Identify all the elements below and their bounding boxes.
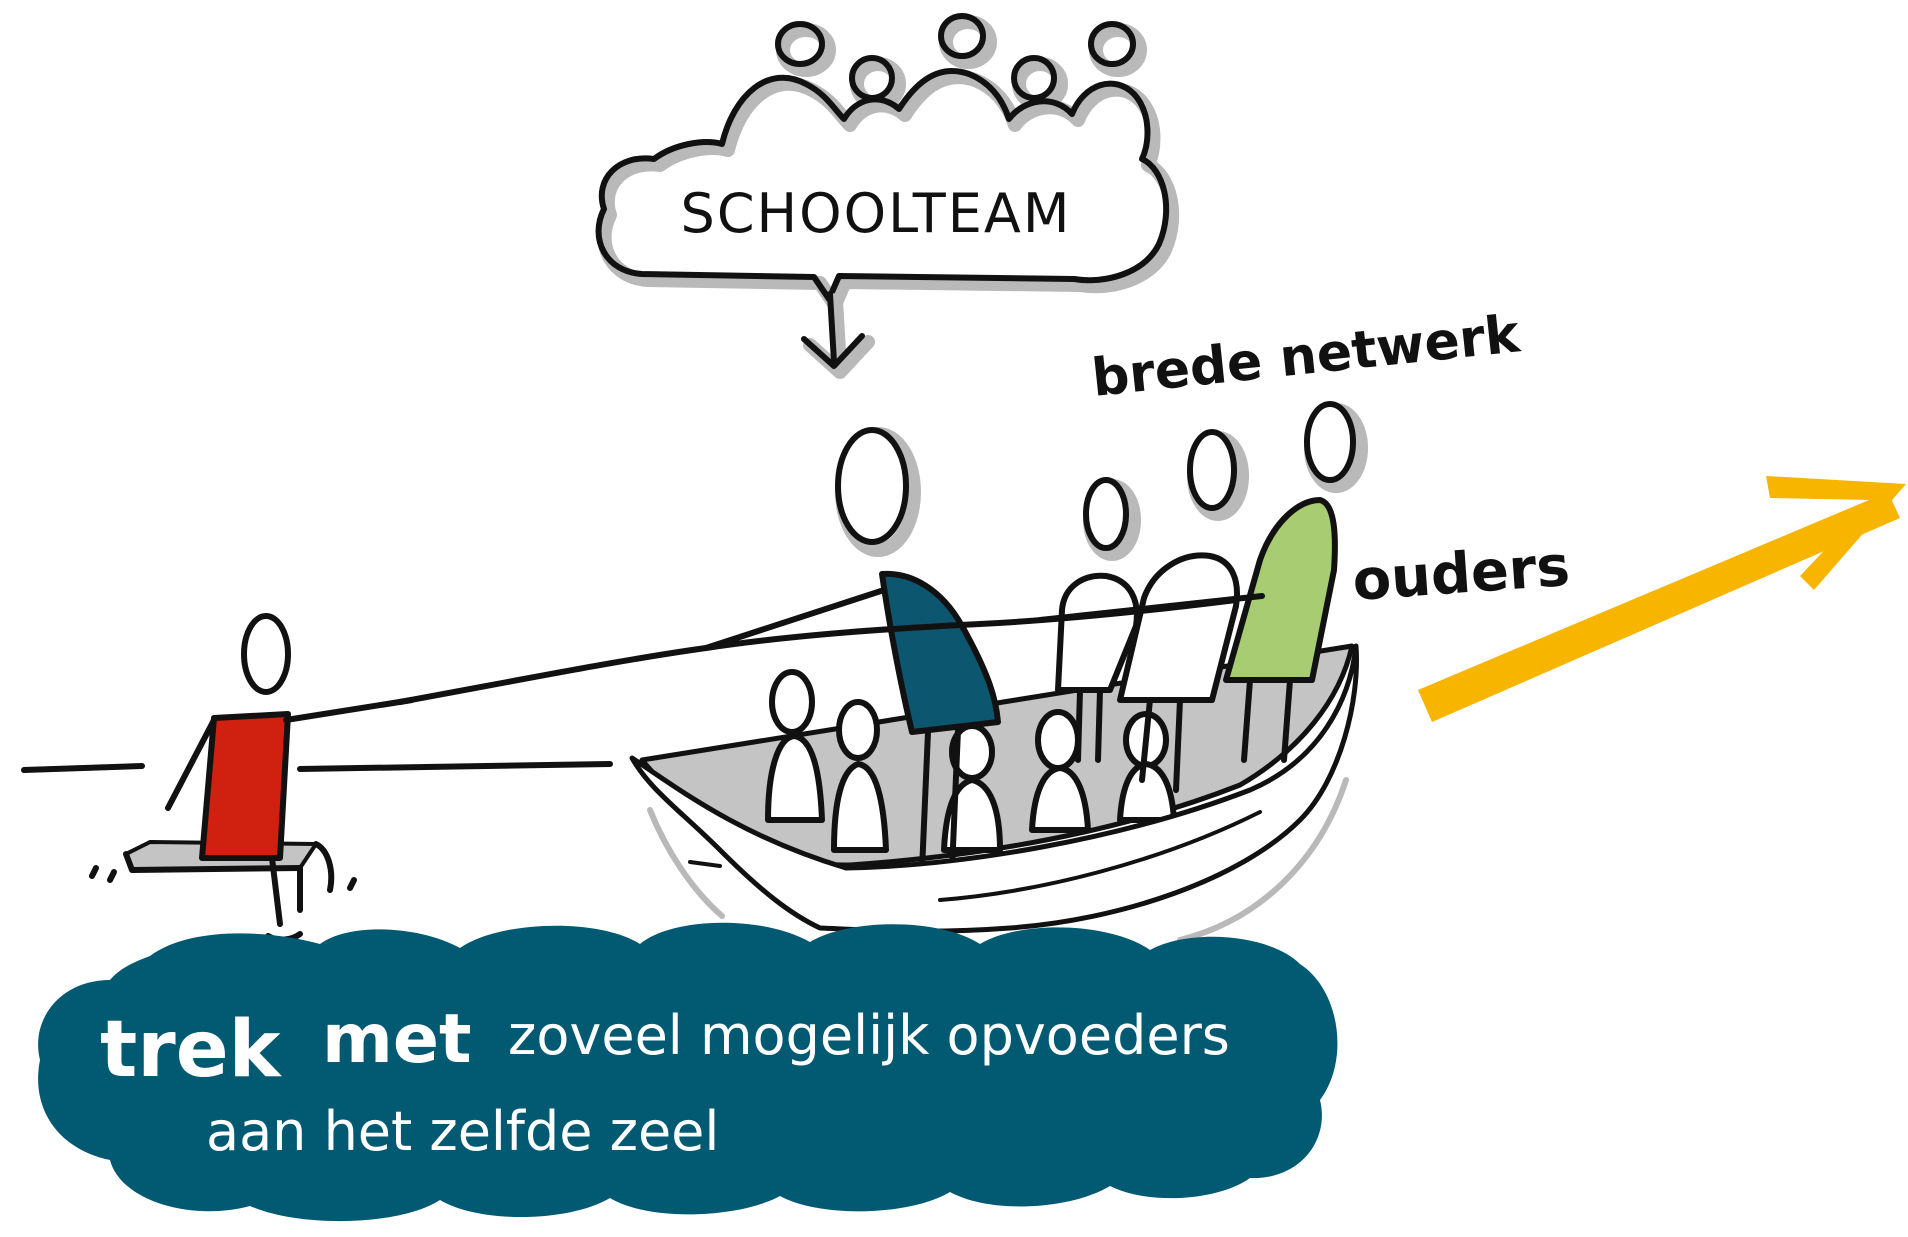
drifting-child-head — [241, 613, 291, 695]
direction-arrow-shaft — [1418, 492, 1900, 722]
network-person-head — [1187, 429, 1237, 511]
schoolteam-cloud — [595, 68, 1170, 302]
brede-netwerk-label: brede netwerk — [1089, 304, 1524, 409]
boat-hull-detail — [938, 810, 1262, 902]
down-arrow-head — [801, 333, 865, 369]
network-people — [1055, 401, 1368, 793]
schoolteam-group: SCHOOLTEAM — [595, 13, 1180, 379]
horizon-line-middle — [297, 761, 613, 772]
teacher-arm — [703, 587, 887, 651]
slogan-line2: aan het zelfde zeel — [206, 1100, 719, 1163]
boat-hull — [629, 643, 1359, 934]
teacher — [703, 427, 1001, 873]
network-person-head — [1083, 477, 1129, 551]
team-member-head — [1088, 21, 1136, 67]
team-member-head — [775, 21, 825, 67]
schoolteam-label: SCHOOLTEAM — [681, 182, 1072, 245]
parent-shirt — [1223, 497, 1338, 683]
down-arrow — [827, 291, 837, 365]
team-member-head — [1011, 55, 1057, 101]
drifting-child — [89, 613, 415, 943]
slogan-line1-rest: zoveel mogelijk opvoeders — [508, 1004, 1230, 1067]
teacher-shirt — [879, 570, 1001, 735]
drifting-child-arm — [283, 697, 415, 723]
drifting-child-shirt — [199, 711, 291, 861]
rope-network — [1037, 593, 1265, 623]
direction-arrow — [1418, 476, 1906, 722]
teacher-head — [835, 427, 909, 545]
parent-head — [1304, 401, 1356, 483]
network-person-shirt — [1117, 552, 1240, 703]
slogan-cloud — [38, 922, 1338, 1222]
direction-arrow-head — [1766, 476, 1906, 590]
slogan-word-met: met — [322, 1000, 471, 1079]
team-member-head — [938, 13, 986, 59]
horizon-line-left — [21, 763, 145, 773]
slogan-cloud-group: trek met zoveel mogelijk opvoeders aan h… — [38, 922, 1338, 1222]
boat-hull-shadow-line-right — [1177, 777, 1349, 943]
boat-hull-shadow-line — [647, 807, 725, 919]
slogan-word-trek: trek — [100, 1005, 283, 1095]
ouders-label: ouders — [1350, 534, 1571, 614]
